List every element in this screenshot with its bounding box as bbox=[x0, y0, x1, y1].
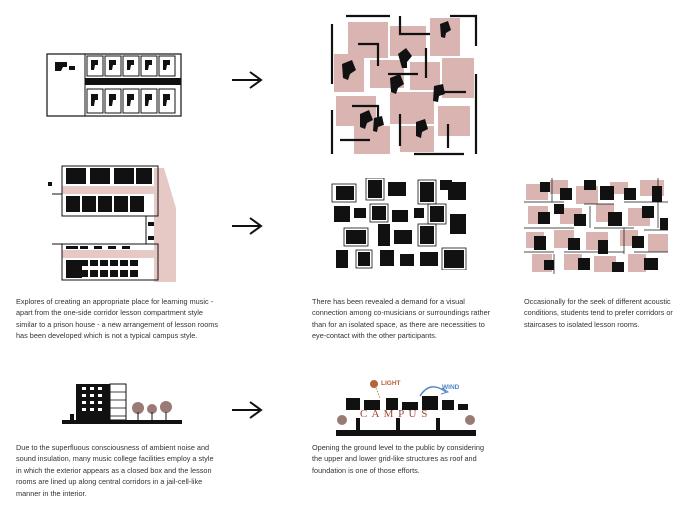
caption-learning-place: Explores of creating an appropriate plac… bbox=[16, 297, 218, 341]
right-arrow-icon bbox=[232, 401, 263, 419]
caption-acoustic-conditions: Occasionally for the seek of different a… bbox=[524, 297, 673, 329]
scattered-rooms-plan bbox=[331, 178, 467, 270]
caption-visual-connection: There has been revealed a demand for a v… bbox=[312, 297, 491, 341]
right-arrow-icon bbox=[232, 71, 263, 89]
light-label: LIGHT bbox=[381, 380, 401, 387]
campus-label: C A M P U S bbox=[360, 408, 429, 420]
closed-box-elevation bbox=[62, 383, 182, 424]
campus-building-plan bbox=[48, 165, 176, 282]
scattered-rooms-pink-plan bbox=[524, 178, 668, 274]
corridor-compartment-plan bbox=[46, 53, 182, 117]
open-ground-section bbox=[336, 380, 476, 436]
wind-label: WIND bbox=[442, 384, 460, 391]
caption-ambient-noise: Due to the superfluous consciousness of … bbox=[16, 443, 214, 498]
dispersed-rooms-plan bbox=[330, 14, 478, 156]
right-arrow-icon bbox=[232, 217, 263, 235]
caption-ground-level: Opening the ground level to the public b… bbox=[312, 443, 484, 475]
